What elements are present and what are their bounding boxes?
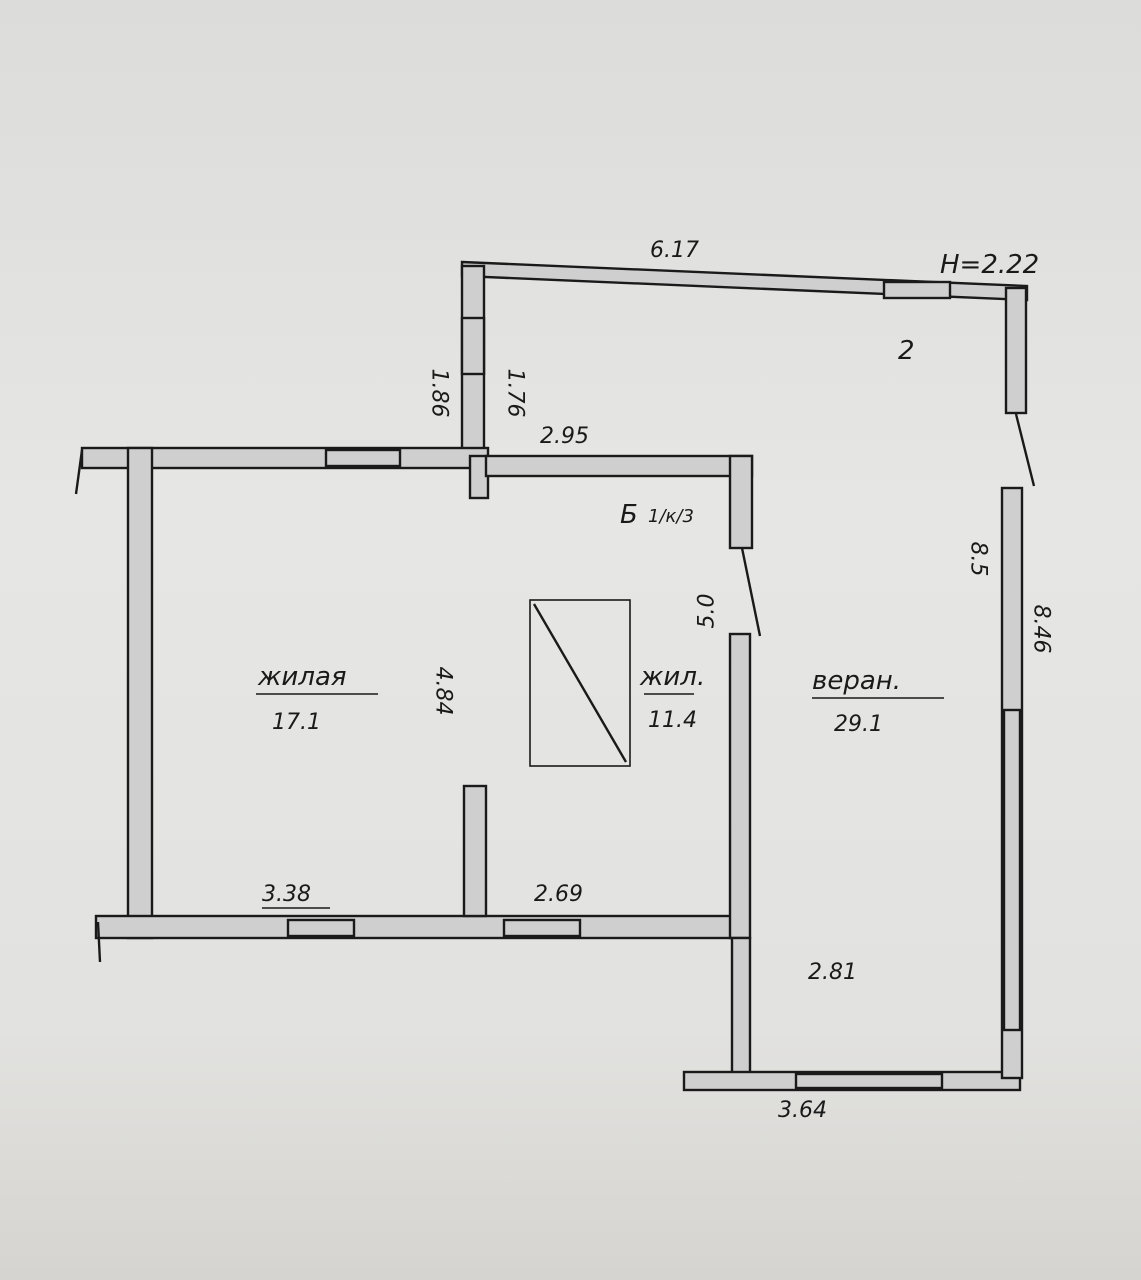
small-room-area: 11.4 xyxy=(648,708,697,733)
door-swing-mid xyxy=(740,547,762,637)
window-veranda-right xyxy=(1002,708,1022,1032)
wall-mid-right-upper xyxy=(728,454,754,550)
dim-mid-295: 2.95 xyxy=(540,424,589,449)
dim-bottom-338: 3.38 xyxy=(262,882,311,907)
veranda-area: 29.1 xyxy=(834,712,883,737)
window-left-upper xyxy=(460,316,486,376)
door-swing-right xyxy=(1014,413,1036,487)
veranda-name: веран. xyxy=(812,666,902,696)
dim-bottom-281: 2.81 xyxy=(808,960,857,985)
window-living-bottom xyxy=(286,918,356,938)
dim-living-484: 4.84 xyxy=(430,666,456,716)
dim-top-617: 6.17 xyxy=(650,238,699,263)
edge-left-1 xyxy=(74,449,84,495)
window-living-top xyxy=(324,448,402,468)
window-top-right xyxy=(882,280,952,300)
stair-block xyxy=(529,599,631,767)
window-veranda-bottom xyxy=(794,1072,944,1090)
wall-living-left xyxy=(126,446,154,940)
wall-partition xyxy=(462,784,488,918)
wall-veranda-left xyxy=(730,936,752,1076)
stair-diagonal xyxy=(532,603,628,763)
living-room-area: 17.1 xyxy=(272,710,321,735)
dim-right-846: 8.46 xyxy=(1028,604,1054,654)
wall-mid-top xyxy=(484,454,754,478)
window-small-bottom xyxy=(502,918,582,938)
edge-left-2 xyxy=(96,921,102,963)
small-room-name: жил. xyxy=(640,662,706,692)
stairs-sub: 1/к/3 xyxy=(648,506,694,527)
dim-bottom-364: 3.64 xyxy=(778,1098,827,1123)
dim-mid-50: 5.0 xyxy=(694,593,720,629)
living-room-name: жилая xyxy=(258,662,347,692)
dim-left-176: 1.76 xyxy=(502,368,528,418)
room-2-number: 2 xyxy=(898,336,915,366)
stairs-mark: Б xyxy=(620,500,638,530)
dim-right-85: 8.5 xyxy=(965,541,991,577)
height-label: H=2.22 xyxy=(940,250,1040,280)
dim-bottom-269: 2.69 xyxy=(534,882,583,907)
wall-living-bottom xyxy=(94,914,740,940)
wall-top-right xyxy=(1004,286,1028,415)
wall-mid-right-lower xyxy=(728,632,752,940)
dim-left-186: 1.86 xyxy=(426,368,452,418)
